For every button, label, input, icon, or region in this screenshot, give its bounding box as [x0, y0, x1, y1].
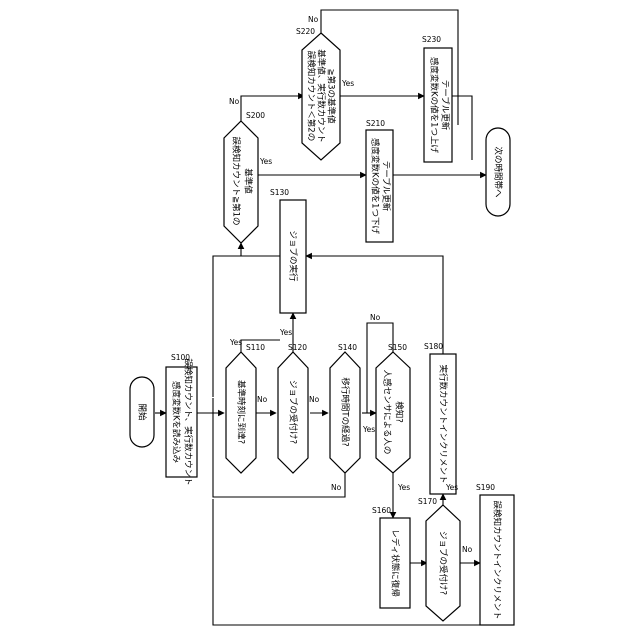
step-text-line: 検知?	[394, 401, 405, 423]
no-label: No	[308, 15, 319, 24]
step-text-line: ジョブの受付け?	[288, 380, 299, 444]
yes-label: Yes	[362, 425, 375, 434]
step-text-line: テーブル更新	[381, 161, 392, 212]
step-text-line: 誤検知カウントインクリメント	[492, 500, 503, 619]
step-id: S120	[288, 343, 307, 352]
step-text-line: 実行数カウントインクリメント	[438, 364, 449, 483]
connector-s230-end	[452, 96, 472, 160]
decision-s220: S220 誤検知カウント＜第2の 基準値、実行数カウント ≧第3の基準値 No …	[296, 15, 354, 160]
step-s130: S130 ジョブの実行	[270, 188, 306, 313]
step-id: S160	[372, 506, 391, 515]
yes-label: Yes	[397, 483, 410, 492]
start-terminal: 開始	[130, 377, 154, 447]
decision-s140: S140 移行時間Tの経過? No Yes	[330, 343, 375, 492]
decision-s200: S200 誤検知カウント≧第1の 基準値 No Yes	[224, 97, 272, 243]
no-label: No	[370, 313, 381, 322]
step-id: S170	[418, 497, 437, 506]
step-id: S150	[388, 343, 407, 352]
step-text-line: 誤検知カウント、実行数カウント	[183, 358, 194, 485]
step-id: S220	[296, 27, 315, 36]
step-id: S180	[424, 342, 443, 351]
decision-s170: S170 ジョブの受付け? Yes No	[418, 483, 473, 621]
yes-label: Yes	[229, 338, 242, 347]
step-s210: S210 感度変数Kの値を1つ下げ テーブル更新	[366, 119, 393, 242]
step-s190: S190 誤検知カウントインクリメント	[476, 483, 514, 625]
step-text-line: レディ状態に復帰	[390, 529, 401, 596]
step-id: S230	[422, 35, 441, 44]
yes-label: Yes	[445, 483, 458, 492]
connector-s180-back	[306, 256, 443, 354]
no-label: No	[229, 97, 240, 106]
decision-s110: S110 基準時刻に到達? Yes No	[226, 338, 268, 473]
step-id: S190	[476, 483, 495, 492]
step-id: S110	[246, 343, 265, 352]
step-s180: S180 実行数カウントインクリメント	[424, 342, 456, 494]
decision-s120: S120 ジョブの受付け? Yes No	[278, 328, 320, 473]
start-label: 開始	[137, 403, 148, 421]
decision-s150: S150 人感センサによる人の 検知? No Yes	[370, 313, 410, 492]
step-text-line: 移行時間Tの経過?	[340, 377, 351, 446]
step-text-line: 感度変数Kの値を1つ上げ	[429, 57, 440, 153]
step-text-line: 誤検知カウント＜第2の	[306, 51, 317, 141]
step-text-line: 誤検知カウント≧第1の	[231, 136, 242, 225]
step-text-line: 人感センサによる人の	[382, 370, 393, 455]
no-label: No	[257, 395, 268, 404]
step-text-line: テーブル更新	[440, 80, 451, 131]
step-text-line: 感度変数Kの値を1つ下げ	[370, 138, 381, 234]
step-text-line: 基準時刻に到達?	[236, 380, 247, 444]
step-text-line: ジョブの実行	[288, 230, 299, 282]
step-s100: S100 感度変数Kを読み込み 誤検知カウント、実行数カウント	[166, 353, 197, 486]
yes-label: Yes	[341, 79, 354, 88]
step-text-line: ジョブの受付け?	[438, 531, 449, 595]
step-s160: S160 レディ状態に復帰	[372, 506, 410, 608]
no-label: No	[309, 395, 320, 404]
step-text-line: 基準値	[243, 168, 254, 194]
step-text-line: 基準値、実行数カウント	[316, 49, 327, 143]
no-label: No	[462, 545, 473, 554]
step-id: S210	[366, 119, 385, 128]
step-s230: S230 感度変数Kの値を1つ上げ テーブル更新	[422, 35, 452, 162]
step-text-line: 感度変数Kを読み込み	[171, 381, 182, 464]
step-id: S130	[270, 188, 289, 197]
step-text-line: ≧第3の基準値	[326, 68, 337, 124]
step-id: S140	[338, 343, 357, 352]
yes-label: Yes	[279, 328, 292, 337]
no-label: No	[331, 483, 342, 492]
end-terminal: 次の時間帯へ	[486, 128, 510, 216]
step-id: S200	[246, 111, 265, 120]
yes-label: Yes	[259, 157, 272, 166]
end-label: 次の時間帯へ	[493, 146, 504, 198]
